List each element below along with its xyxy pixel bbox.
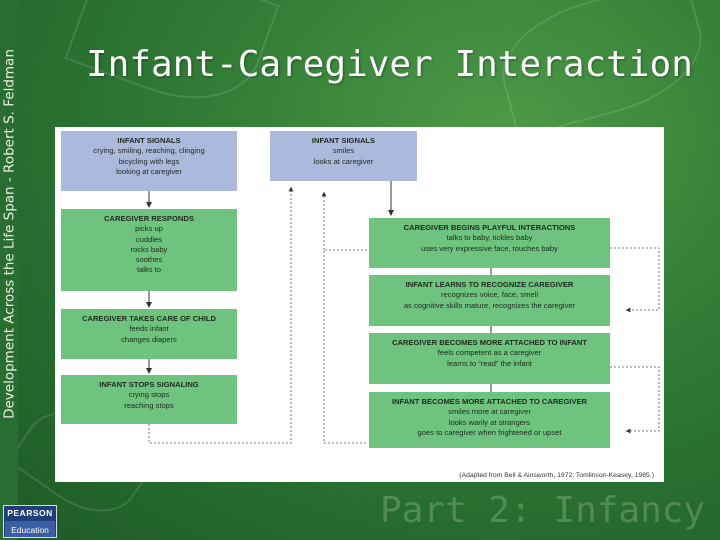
caregiver-responds-box: CAREGIVER RESPONDS picks up cuddles rock…	[61, 209, 237, 291]
logo-bottom-text: Education	[5, 521, 55, 537]
box-line: reaching stops	[124, 400, 174, 410]
box-line: smiles	[332, 146, 355, 156]
box-line: uses very expressive face, touches baby	[421, 243, 558, 253]
diagram-panel: INFANT SIGNALS crying, smiling, reaching…	[55, 127, 664, 482]
box-heading: CAREGIVER RESPONDS	[104, 214, 194, 223]
box-line: talks to	[136, 265, 162, 275]
box-line: changes diapers	[121, 334, 177, 344]
box-line: learns to “read” the infant	[447, 358, 532, 368]
box-heading: CAREGIVER BEGINS PLAYFUL INTERACTIONS	[403, 223, 576, 232]
box-line: feeds infant	[129, 324, 169, 334]
box-line: feels competent as a caregiver	[437, 348, 542, 358]
box-line: crying, smiling, reaching, clinging	[93, 146, 205, 156]
source-caption: (Adapted from Bell & Ainsworth, 1972; To…	[459, 472, 654, 479]
box-line: bicycling with legs	[118, 156, 180, 166]
connector-lines	[146, 181, 660, 444]
side-bar: Development Across the Life Span - Rober…	[0, 0, 18, 540]
caregiver-attached-box: CAREGIVER BECOMES MORE ATTACHED TO INFAN…	[369, 333, 610, 384]
box-line: soothes	[135, 255, 163, 265]
caregiver-takes-care-box: CAREGIVER TAKES CARE OF CHILD feeds infa…	[61, 309, 237, 359]
caregiver-playful-box: CAREGIVER BEGINS PLAYFUL INTERACTIONS ta…	[369, 218, 610, 268]
box-line: as cognitive skills mature, recognizes t…	[403, 300, 576, 310]
box-line: looks at caregiver	[313, 156, 374, 166]
infant-attached-box: INFANT BECOMES MORE ATTACHED TO CAREGIVE…	[369, 392, 610, 448]
box-line: rocks baby	[130, 244, 168, 254]
box-line: goes to caregiver when frightened or ups…	[417, 427, 562, 437]
box-heading: CAREGIVER BECOMES MORE ATTACHED TO INFAN…	[391, 338, 588, 347]
box-line: smiles more at caregiver	[448, 407, 531, 417]
infant-signals-box-left: INFANT SIGNALS crying, smiling, reaching…	[61, 131, 237, 191]
box-line: crying stops	[128, 390, 170, 400]
box-heading: INFANT STOPS SIGNALING	[99, 380, 199, 389]
box-line: picks up	[135, 224, 163, 234]
box-heading: INFANT SIGNALS	[311, 136, 376, 145]
publisher-logo: PEARSON Education	[3, 505, 57, 538]
box-heading: INFANT SIGNALS	[117, 136, 181, 145]
box-line: talks to baby, tickles baby	[446, 233, 533, 243]
box-heading: CAREGIVER TAKES CARE OF CHILD	[81, 314, 217, 323]
infant-stops-signaling-box: INFANT STOPS SIGNALING crying stops reac…	[61, 375, 237, 424]
box-line: recognizes voice, face, smell	[440, 290, 539, 300]
box-heading: INFANT BECOMES MORE ATTACHED TO CAREGIVE…	[391, 397, 588, 406]
infant-recognizes-box: INFANT LEARNS TO RECOGNIZE CAREGIVER rec…	[369, 275, 610, 326]
side-course-title: Development Across the Life Span - Rober…	[1, 49, 18, 419]
box-line: cuddles	[135, 234, 163, 244]
box-heading: INFANT LEARNS TO RECOGNIZE CAREGIVER	[405, 280, 574, 289]
slide-title: Infant-Caregiver Interaction	[86, 44, 693, 85]
box-line: looking at caregiver	[116, 166, 182, 176]
box-line: looks warily at strangers	[448, 417, 531, 427]
logo-top-text: PEARSON	[7, 508, 53, 518]
footer-part-label: Part 2: Infancy	[380, 490, 706, 531]
infant-signals-box-right: INFANT SIGNALS smiles looks at caregiver	[270, 131, 417, 181]
